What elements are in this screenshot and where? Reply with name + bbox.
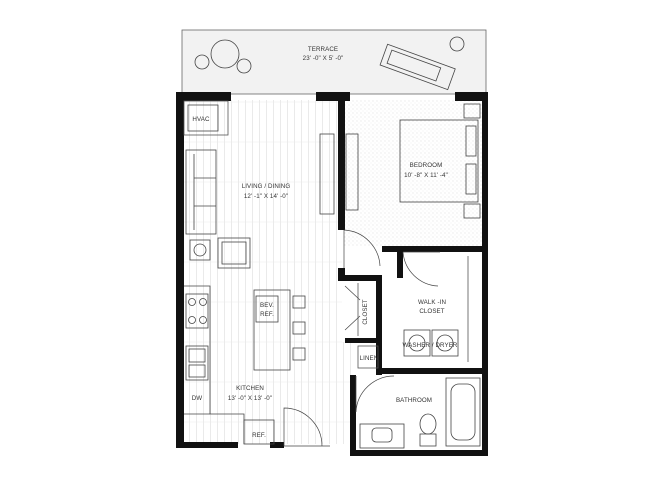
- dishwasher-label: DW: [192, 395, 203, 402]
- bar-stools: [292, 295, 306, 361]
- tv-console: [319, 133, 335, 215]
- terrace-label: TERRACE: [308, 46, 338, 53]
- terrace: [181, 29, 487, 95]
- washer: [403, 329, 431, 357]
- walk-in-closet-label: WALK -IN: [418, 299, 446, 306]
- bev-ref: [255, 295, 279, 323]
- kitchen-label: KITCHEN: [236, 385, 264, 392]
- entry-door: [283, 407, 330, 447]
- side-table: [189, 239, 211, 261]
- linen-closet: LINEN: [357, 345, 379, 369]
- bathroom-label: BATHROOM: [396, 397, 432, 404]
- washer-dryer-label: WASHER / DRYER: [402, 342, 457, 349]
- refrigerator: REF.: [243, 419, 275, 445]
- vanity: [359, 423, 405, 449]
- bedroom-label: BEDROOM: [410, 162, 443, 169]
- bedroom-dims: 10' -8" X 11' -4": [404, 172, 448, 179]
- nightstand-top: [463, 103, 481, 119]
- walk-in-closet: WALK -IN CLOSET WASHER / DRYER: [402, 256, 469, 362]
- sofa: [185, 149, 217, 235]
- armchair: [217, 237, 251, 269]
- living-dining-label: LIVING / DINING: [242, 183, 291, 190]
- bathtub: [445, 377, 481, 447]
- hvac-label: HVAC: [192, 116, 210, 123]
- cooktop: [185, 293, 209, 329]
- terrace-planter: [449, 36, 465, 52]
- kitchen-floor: [182, 342, 354, 444]
- bed: [399, 119, 479, 203]
- kitchen-island: BEV. REF.: [253, 289, 291, 371]
- bathroom-door: [355, 375, 395, 413]
- kitchen-dims: 13' -0" X 13' -0": [228, 395, 272, 402]
- terrace-table-set: [194, 39, 252, 74]
- linen-label: LINEN: [360, 355, 379, 362]
- living-floor: [182, 100, 342, 342]
- coat-closet: CLOSET: [357, 283, 369, 336]
- living-dining-dims: 12' -1" X 14' -0": [244, 193, 288, 200]
- bev-ref-label: BEV.: [260, 302, 274, 309]
- bev-ref-label-2: REF.: [260, 311, 274, 318]
- refrigerator-label: REF.: [252, 432, 266, 439]
- walls: [176, 92, 488, 456]
- terrace-dims: 23' -0" X 5' -0": [303, 55, 344, 62]
- hvac-closet: HVAC: [183, 100, 229, 136]
- nightstand-bottom: [463, 203, 481, 219]
- dryer: [431, 329, 459, 357]
- closet-door-swing: [344, 285, 361, 331]
- bedroom-door: [343, 229, 381, 268]
- terrace-lounge-chair: [379, 43, 456, 91]
- closet-label: CLOSET: [362, 299, 369, 324]
- toilet: [419, 413, 437, 447]
- dresser: [345, 133, 359, 211]
- kitchen-sink: [185, 345, 209, 381]
- bathroom: BATHROOM: [359, 377, 481, 449]
- bedroom-floor: [344, 100, 482, 246]
- walk-in-closet-door: [402, 251, 440, 287]
- walk-in-closet-label-2: CLOSET: [419, 308, 444, 315]
